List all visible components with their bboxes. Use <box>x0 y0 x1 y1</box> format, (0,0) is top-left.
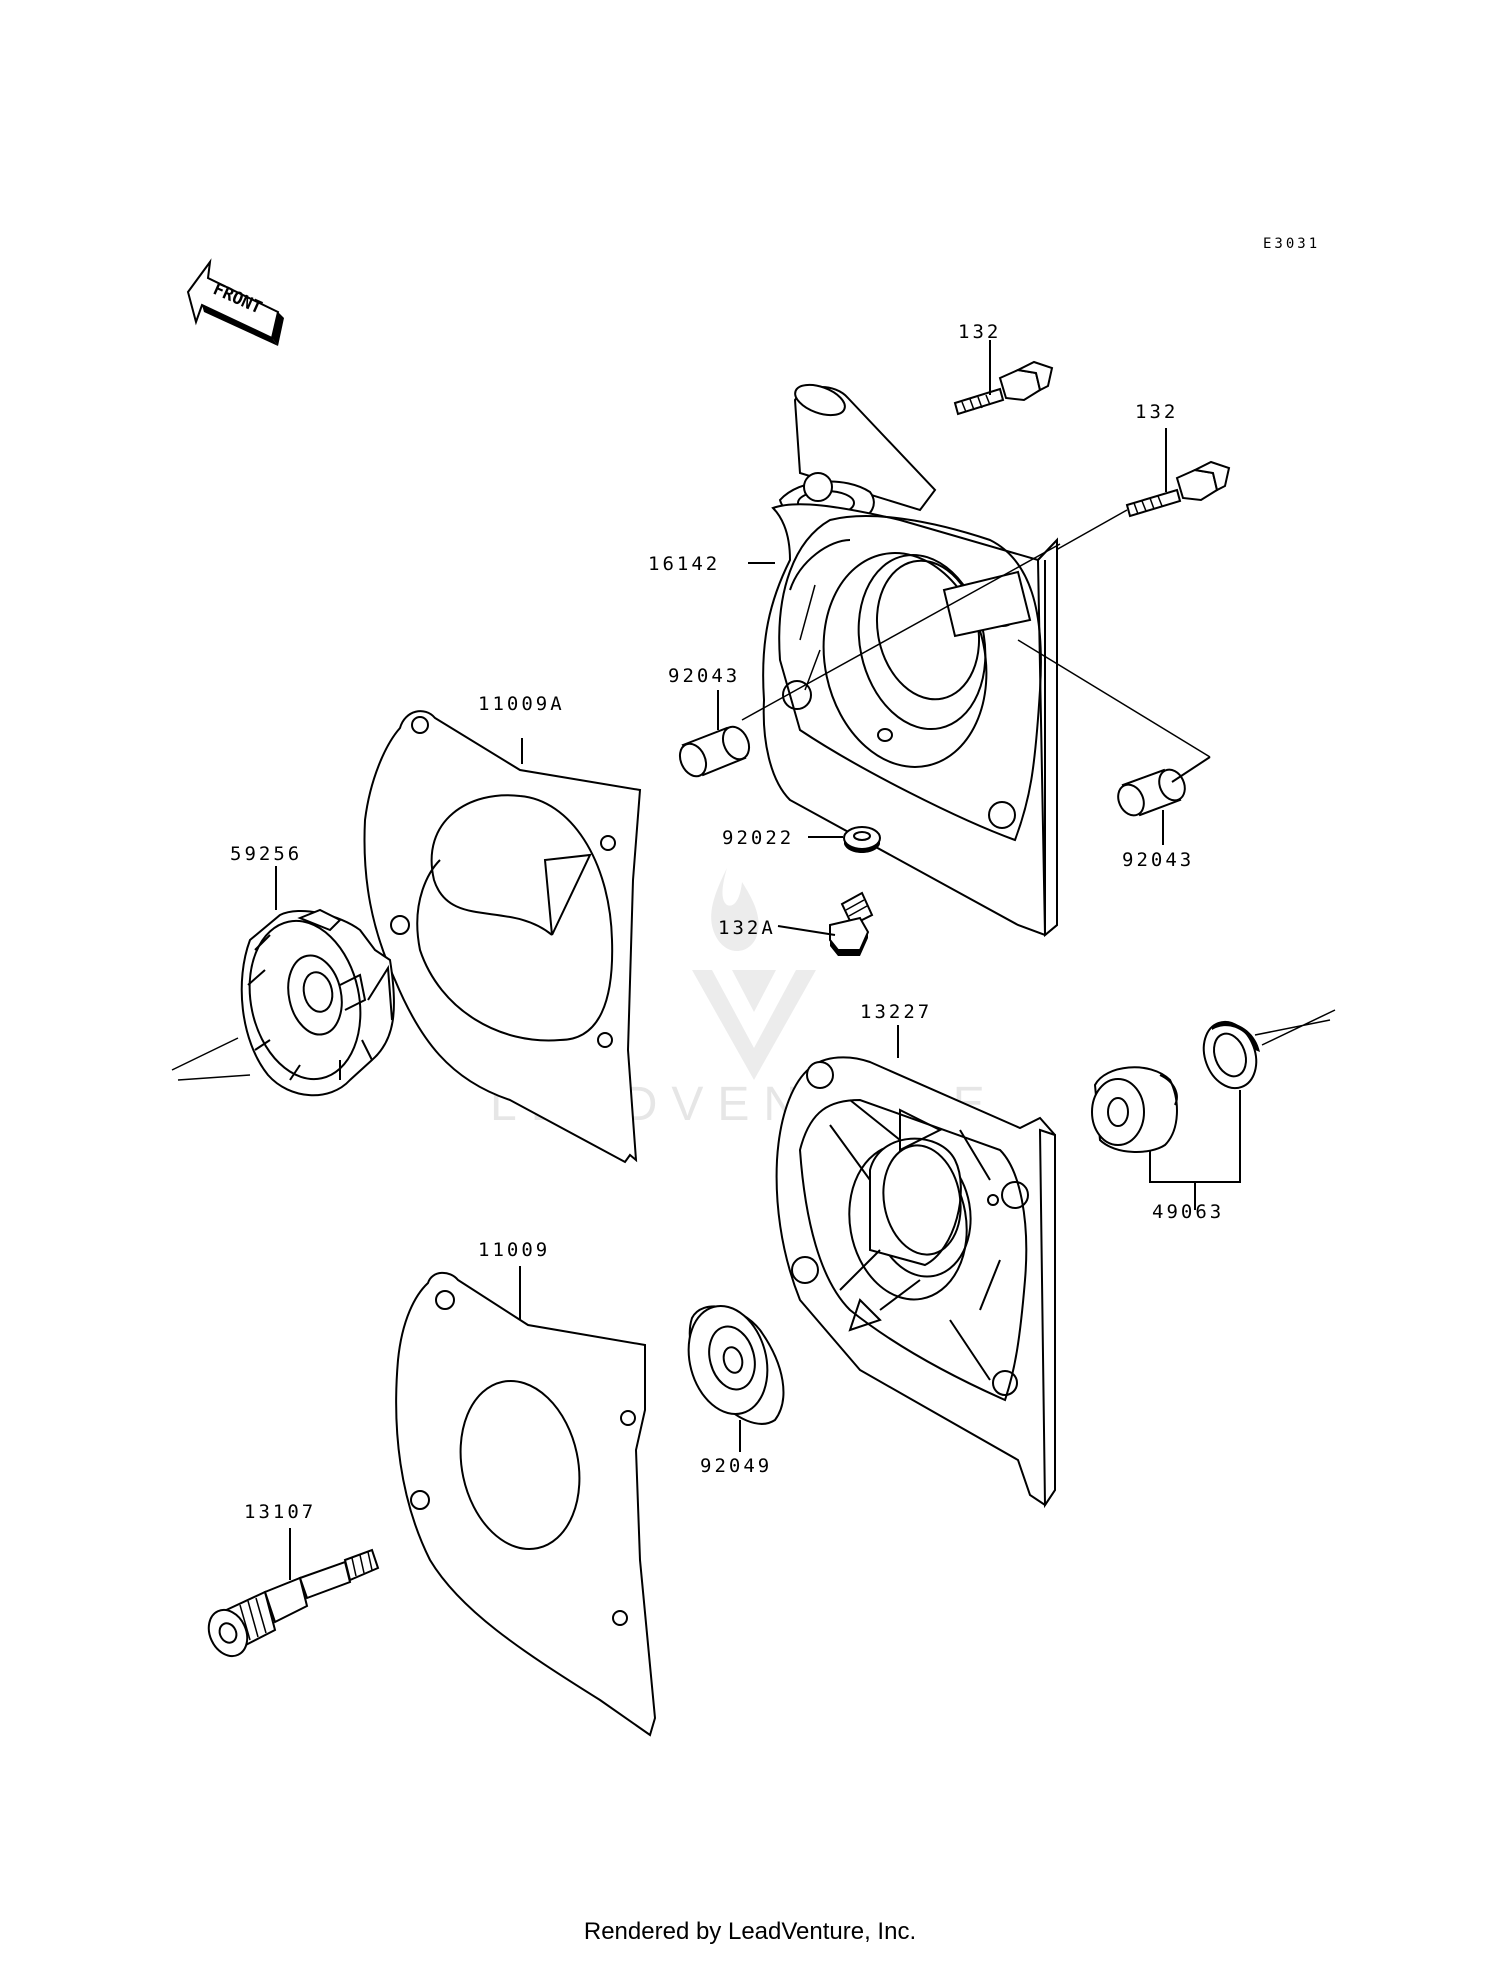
part-label-49063: 49063 <box>1152 1201 1224 1223</box>
housing-13227: 13227 <box>775 1001 1056 1509</box>
part-label-92043-left: 92043 <box>668 665 740 687</box>
front-arrow-icon: FRONT <box>186 258 284 346</box>
dowel-92043-right: 92043 <box>1117 756 1211 871</box>
part-label-132a: 132A <box>718 917 776 939</box>
part-label-59256: 59256 <box>230 843 302 865</box>
bolt-132a: 132A <box>718 891 874 956</box>
gasket-11009a: 11009A <box>363 693 642 1164</box>
washer-92022: 92022 <box>722 826 881 853</box>
bolt-132-right: 132 <box>1055 401 1231 551</box>
part-label-92043-right: 92043 <box>1122 849 1194 871</box>
seal-49063: 49063 <box>1091 1009 1336 1223</box>
part-label-11009a: 11009A <box>478 693 565 715</box>
part-label-92022: 92022 <box>722 827 794 849</box>
shaft-13107: 13107 <box>207 1501 380 1658</box>
part-label-13227: 13227 <box>860 1001 932 1023</box>
footer-credit: Rendered by LeadVenture, Inc. <box>583 1918 917 1945</box>
part-label-132-top: 132 <box>958 321 1001 343</box>
cover-16142: 16142 <box>648 383 1211 938</box>
dowel-92043-left: 92043 <box>668 665 751 778</box>
seal-92049: 92049 <box>687 1304 785 1477</box>
part-label-92049: 92049 <box>700 1455 772 1477</box>
diagram-code: E3031 <box>1263 236 1320 252</box>
impeller-59256: 59256 <box>171 843 395 1097</box>
part-label-16142: 16142 <box>648 553 720 575</box>
bolt-132-top: 132 <box>953 321 1054 416</box>
part-label-132-right: 132 <box>1135 401 1178 423</box>
part-label-13107: 13107 <box>244 1501 316 1523</box>
gasket-11009: 11009 <box>395 1239 657 1737</box>
part-label-11009: 11009 <box>478 1239 550 1261</box>
